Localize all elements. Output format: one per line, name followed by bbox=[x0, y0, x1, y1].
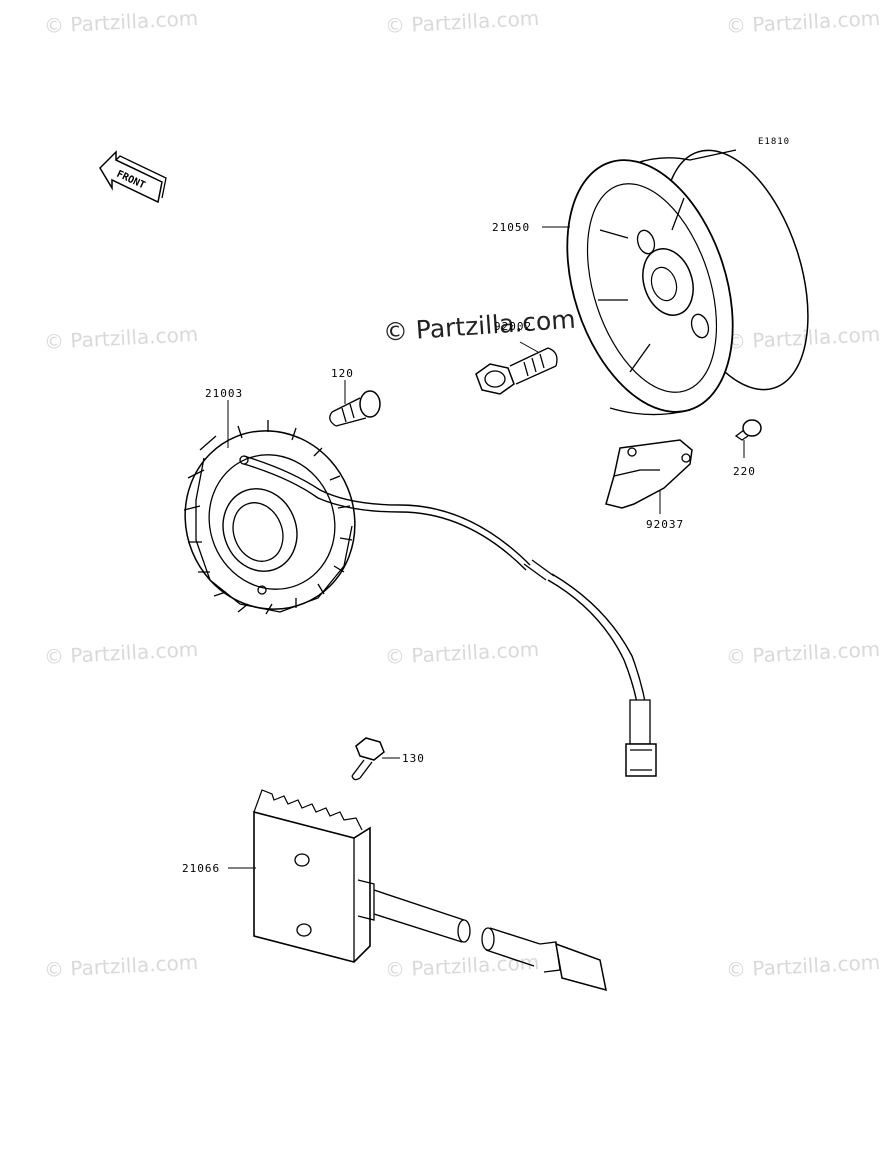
flywheel-bolt-drawing bbox=[475, 347, 558, 395]
part-label-clamp-bolt[interactable]: 220 bbox=[733, 465, 756, 478]
stator-drawing bbox=[183, 420, 356, 615]
stator-bolt-drawing bbox=[329, 390, 381, 427]
part-label-flywheel[interactable]: 21050 bbox=[492, 221, 531, 234]
diagram-code: E1810 bbox=[758, 137, 791, 147]
part-label-regulator-bolt[interactable]: 130 bbox=[402, 752, 425, 765]
part-label-stator-bolt[interactable]: 120 bbox=[331, 367, 354, 380]
regulator-drawing bbox=[253, 789, 607, 992]
part-label-clamp[interactable]: 92037 bbox=[646, 518, 685, 531]
part-label-stator[interactable]: 21003 bbox=[205, 387, 244, 400]
clamp-bolt-drawing bbox=[734, 419, 762, 441]
part-label-flywheel-bolt[interactable]: 92002 bbox=[494, 320, 533, 333]
leader-lines bbox=[227, 226, 745, 869]
front-arrow-icon: FRONT bbox=[99, 150, 167, 204]
flywheel-drawing bbox=[566, 149, 809, 416]
clamp-drawing bbox=[605, 439, 693, 509]
part-label-regulator[interactable]: 21066 bbox=[182, 862, 221, 875]
regulator-bolt-drawing bbox=[351, 737, 385, 781]
stator-harness-drawing bbox=[243, 455, 657, 777]
